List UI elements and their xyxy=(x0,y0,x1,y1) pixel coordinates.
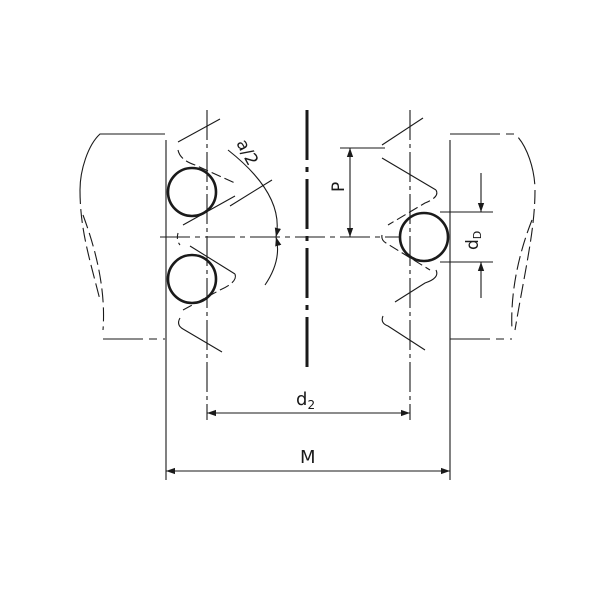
pitch-label: P xyxy=(329,182,349,192)
measurement-label: M xyxy=(300,447,316,468)
left-thread-profile xyxy=(176,118,236,353)
left-workpiece xyxy=(79,133,165,340)
half-angle-label: a/2 xyxy=(232,136,262,169)
angle-arc-lower xyxy=(264,236,282,286)
angle-arc-upper xyxy=(227,149,281,238)
wire-upper-left xyxy=(166,166,218,218)
wire-diameter-label: dD xyxy=(463,231,484,250)
pitch-diameter-label: d2 xyxy=(296,389,315,412)
wire-right xyxy=(398,211,450,263)
angle-reference-line xyxy=(229,179,273,207)
wire-lower-left xyxy=(166,253,218,305)
right-thread-profile xyxy=(381,117,438,351)
right-workpiece xyxy=(450,133,536,340)
